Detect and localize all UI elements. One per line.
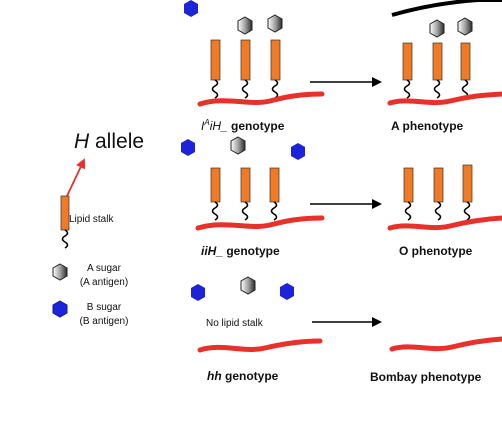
genotype-a-cell: IAiH_ genotype xyxy=(197,14,325,133)
b-sugar-label: B sugar xyxy=(87,302,122,313)
free-b-sugar-icon xyxy=(184,0,198,17)
wavy-linker xyxy=(211,201,219,221)
genotype-bombay-cell: No lipid stalk hh genotype xyxy=(197,318,323,383)
b-antigen-label: (B antigen) xyxy=(80,316,129,327)
lipid-stalk xyxy=(240,167,251,203)
a-sugar-icon xyxy=(429,19,445,38)
wavy-linker xyxy=(241,201,249,221)
lipid-stalk xyxy=(210,39,221,81)
lipid-stalk xyxy=(432,42,443,81)
free-b-sugar-icon xyxy=(280,283,294,300)
free-b-sugar-icon xyxy=(191,284,205,301)
red-membrane xyxy=(387,215,502,231)
red-membrane xyxy=(195,215,325,231)
b-sugar-hexagon-icon xyxy=(52,300,68,318)
a-sugar-hexagon-icon xyxy=(52,263,68,281)
genotype-label: iiH_ genotype xyxy=(201,244,280,258)
wavy-linker xyxy=(434,201,442,221)
no-lipid-stalk-note: No lipid stalk xyxy=(206,318,264,329)
partial-bracket xyxy=(391,0,502,17)
wavy-linker xyxy=(463,201,471,221)
red-membrane xyxy=(389,336,502,352)
wavy-linker xyxy=(404,201,412,221)
lipid-stalk xyxy=(460,42,471,81)
lipid-stalk xyxy=(433,167,444,203)
phenotype-label: O phenotype xyxy=(399,244,473,258)
phenotype-o-cell: O phenotype xyxy=(387,164,502,258)
phenotype-bombay-cell: Bombay phenotype xyxy=(370,336,502,384)
wavy-linker xyxy=(271,79,279,99)
row-bombay: No lipid stalk hh genotype Bombay phenot… xyxy=(191,276,502,384)
row-o: iiH_ genotype O phenotype xyxy=(181,136,502,258)
free-a-sugar-icon xyxy=(230,136,246,155)
free-b-sugar-icon xyxy=(291,143,305,160)
legend: H allele Lipid stalk A sugar (A antigen)… xyxy=(52,130,144,327)
lipid-stalk xyxy=(210,167,221,203)
genotype-label: hh genotype xyxy=(207,369,279,383)
lipid-stalk xyxy=(270,39,281,81)
wavy-linker xyxy=(433,79,441,99)
free-b-sugar-icon xyxy=(181,139,195,156)
wavy-linker xyxy=(241,79,249,99)
h-allele-pointer-arrow xyxy=(66,158,86,197)
a-sugar-icon xyxy=(457,17,473,36)
legend-lipid-stalk xyxy=(60,195,70,231)
lipid-stalk xyxy=(403,167,414,203)
wavy-linker xyxy=(211,79,219,99)
genotype-label: IAiH_ genotype xyxy=(201,118,285,133)
lipid-stalk xyxy=(462,164,473,203)
lipid-stalk xyxy=(240,39,251,81)
wavy-linker xyxy=(270,201,278,221)
a-sugar-label: A sugar xyxy=(87,263,122,274)
lipid-stalk xyxy=(269,167,280,203)
a-sugar-icon xyxy=(237,16,253,35)
row-a: IAiH_ genotype A phenotype xyxy=(184,0,502,133)
phenotype-a-cell: A phenotype xyxy=(387,0,502,133)
red-membrane xyxy=(197,91,325,107)
h-allele-label: H allele xyxy=(74,130,144,153)
lipid-stalk xyxy=(402,42,413,81)
lipid-stalk-label: Lipid stalk xyxy=(69,214,114,225)
phenotype-label: A phenotype xyxy=(391,119,464,133)
genotype-o-cell: iiH_ genotype xyxy=(195,167,325,258)
red-membrane xyxy=(197,338,323,353)
a-sugar-icon xyxy=(267,14,283,33)
a-antigen-label: (A antigen) xyxy=(80,277,128,288)
wavy-linker xyxy=(403,79,411,99)
legend-wavy-linker xyxy=(61,229,69,249)
phenotype-label: Bombay phenotype xyxy=(370,370,482,384)
free-a-sugar-icon xyxy=(240,276,256,295)
red-membrane xyxy=(387,91,502,106)
